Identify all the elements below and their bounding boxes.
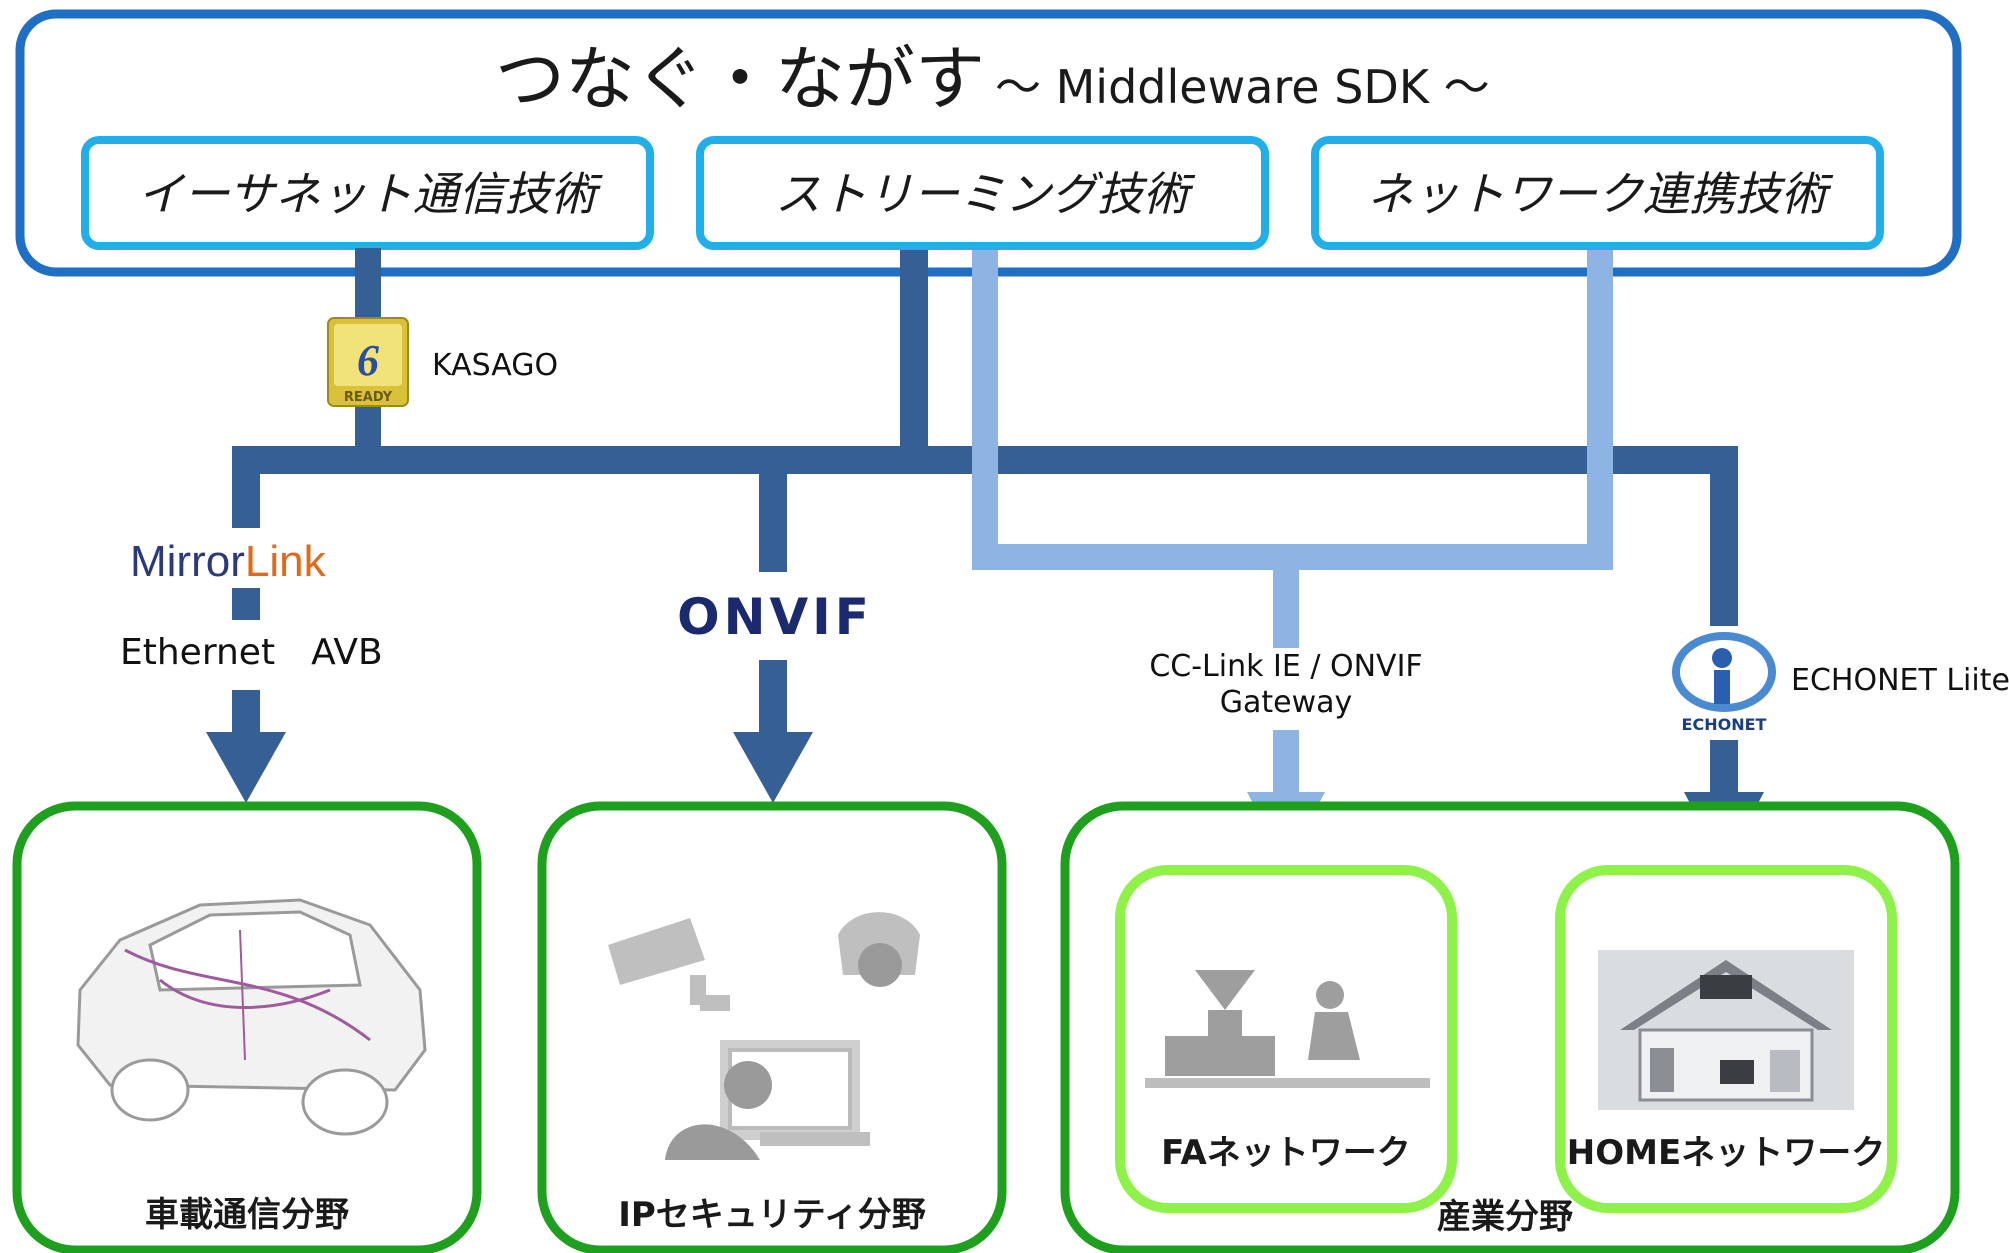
tech-box-ethernet <box>81 136 654 250</box>
echonet-logo: ECHONET <box>1665 626 1783 738</box>
home-illustration <box>1598 950 1854 1110</box>
sub-box-fa <box>1115 865 1457 1213</box>
field-label-security: IPセキュリティ分野 <box>618 1195 926 1235</box>
ethernet-avb-label: Ethernet AVB <box>120 632 383 673</box>
security-illustration <box>608 912 920 1160</box>
echonet-logo-text: ECHONET <box>1682 715 1767 734</box>
svg-text:6: 6 <box>357 336 379 385</box>
mirrorlink-logo: MirrorLink <box>125 528 375 588</box>
cclink-label-line2: Gateway <box>1220 685 1353 720</box>
tech-label-streaming: ストリーミング技術 <box>775 167 1196 221</box>
field-label-industrial: 産業分野 <box>1437 1197 1573 1237</box>
echonet-label: ECHONET Liite <box>1791 663 2009 698</box>
sub-label-fa: FAネットワーク <box>1161 1133 1411 1173</box>
tech-label-network: ネットワーク連携技術 <box>1367 167 1834 221</box>
sub-label-home: HOMEネットワーク <box>1567 1133 1885 1173</box>
car-illustration <box>76 898 427 1136</box>
svg-text:MirrorLink: MirrorLink <box>130 537 327 586</box>
tech-box-network <box>1311 136 1884 250</box>
ipv6-ready-text: READY <box>344 390 393 405</box>
field-label-automotive: 車載通信分野 <box>145 1195 349 1235</box>
mirrorlink-link: Link <box>245 537 327 586</box>
factory-illustration <box>1145 970 1430 1088</box>
light-connectors <box>972 250 1613 866</box>
onvif-logo: ONVIF <box>677 588 873 646</box>
sdk-subtitle: ～ Middleware SDK ～ <box>995 60 1490 114</box>
main-title: つなぐ・ながす <box>495 38 985 120</box>
mirrorlink-mirror: Mirror <box>130 537 245 586</box>
cclink-label-line1: CC-Link IE / ONVIF <box>1149 649 1422 684</box>
kasago-label: KASAGO <box>432 348 558 383</box>
tech-label-ethernet: イーサネット通信技術 <box>137 167 603 221</box>
tech-box-streaming <box>696 136 1269 250</box>
field-box-security <box>537 801 1007 1253</box>
ipv6-ready-logo: 6 READY <box>327 317 409 407</box>
